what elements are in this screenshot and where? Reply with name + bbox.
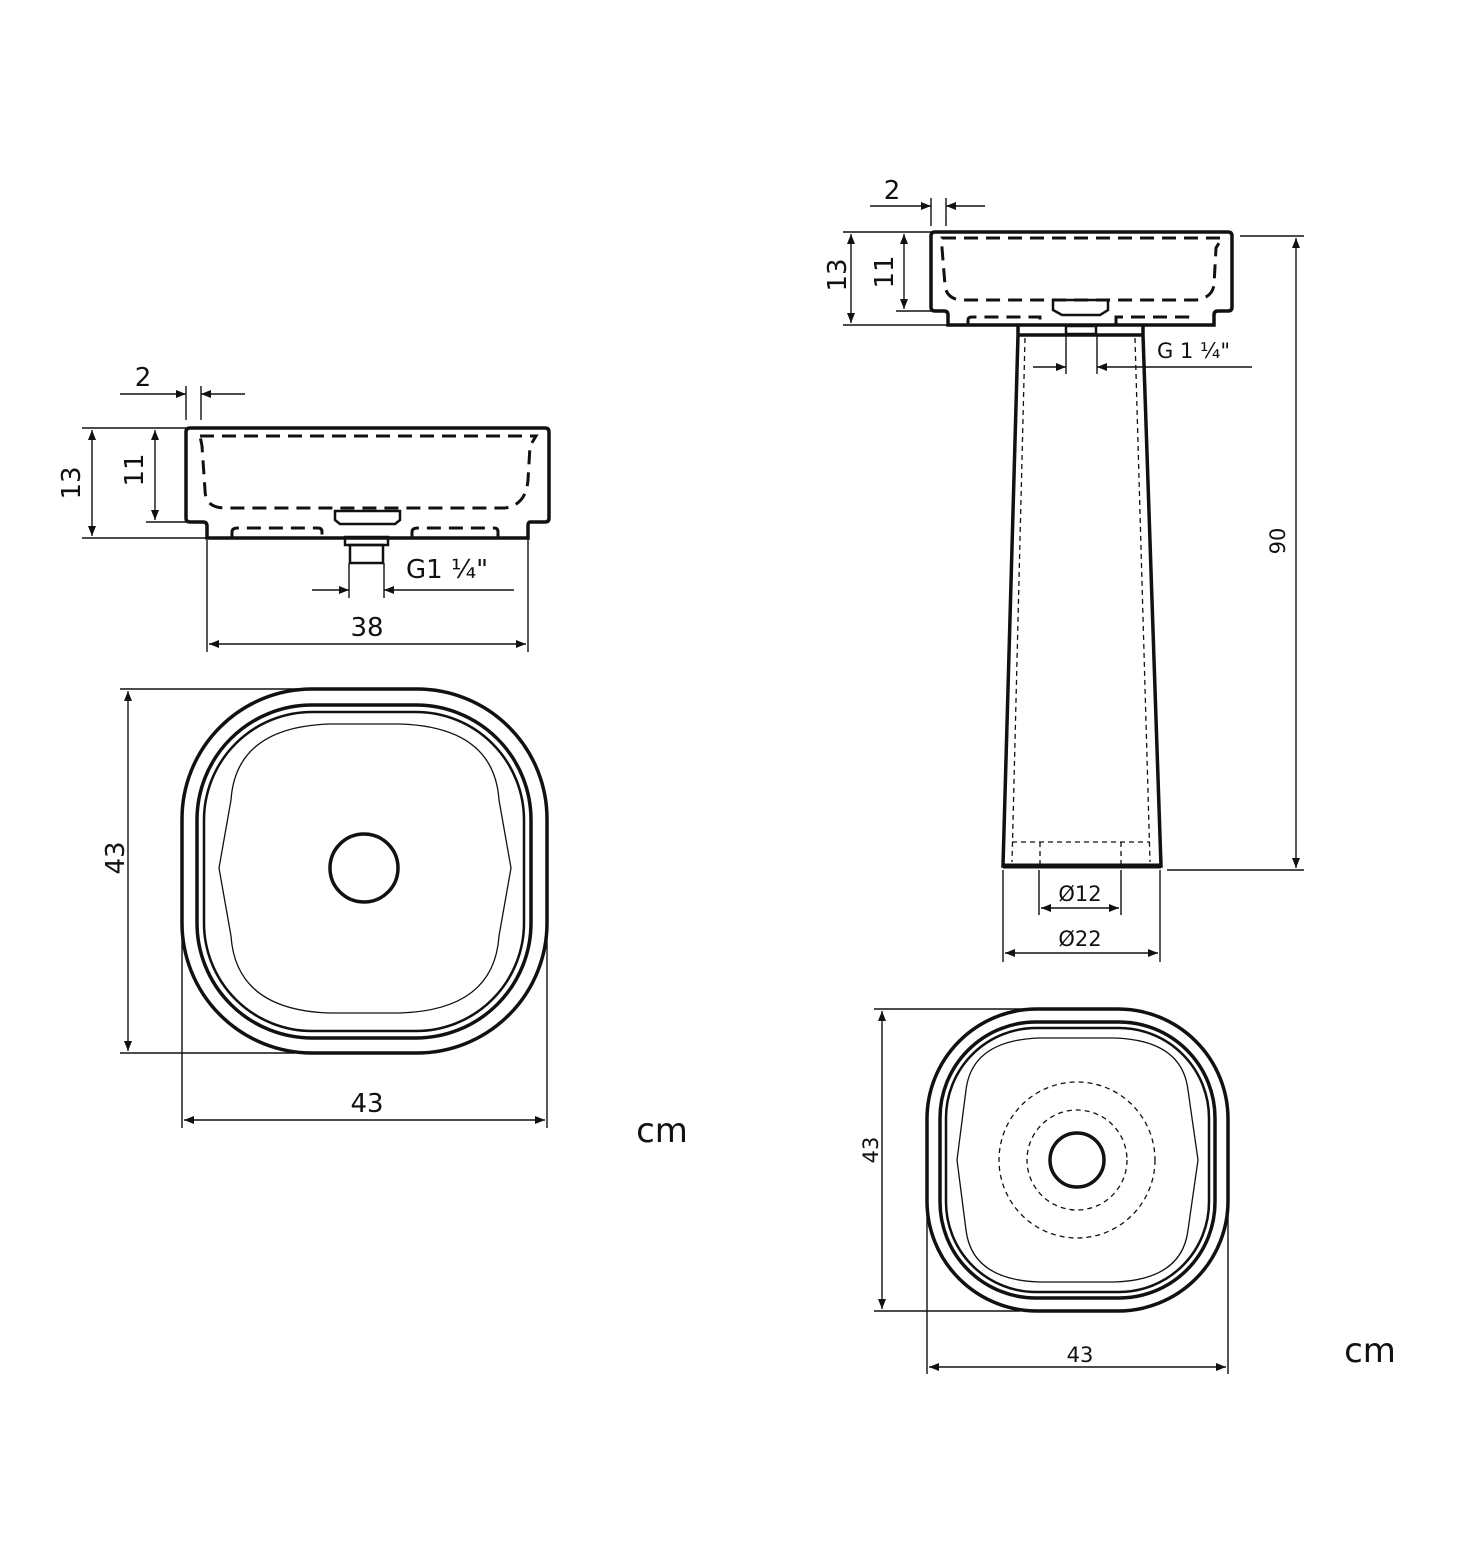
dim-inner-diameter: Ø12 — [1058, 882, 1101, 906]
dim-overall-height: 90 — [1266, 528, 1290, 555]
dim-bottom-width: 38 — [350, 613, 383, 643]
units-label: cm — [636, 1111, 688, 1151]
dim-top-width: 43 — [350, 1089, 383, 1119]
pedestal-drain-hole-icon — [1048, 1131, 1106, 1189]
dim-drain-thread: G1 ¼" — [406, 555, 488, 585]
dim-pedestal-top-width: 43 — [1067, 1343, 1094, 1367]
pedestal-side-view: 2 13 11 G 1 ¼" 90 Ø12 Ø22 — [823, 176, 1304, 962]
drain-hole-icon — [328, 832, 400, 904]
dim-top-depth: 43 — [101, 841, 131, 874]
dim-pedestal-bowl-depth: 11 — [870, 255, 900, 288]
dim-total-height: 13 — [57, 466, 87, 499]
dim-pedestal-rim-thickness: 2 — [884, 176, 901, 206]
pedestal-units-label: cm — [1344, 1331, 1396, 1371]
dim-rim-thickness: 2 — [135, 363, 152, 393]
basin-side-view: 2 13 11 G1 ¼" 38 — [57, 363, 551, 652]
dim-pedestal-top-depth: 43 — [859, 1137, 883, 1164]
pedestal-top-view: 43 43 cm — [859, 1007, 1396, 1374]
dim-pedestal-total-height: 13 — [823, 258, 853, 291]
dim-bowl-depth: 11 — [120, 453, 150, 486]
dim-base-diameter: Ø22 — [1058, 927, 1101, 951]
dim-pedestal-drain-thread: G 1 ¼" — [1157, 339, 1230, 363]
basin-top-view: 43 43 cm — [101, 687, 688, 1151]
